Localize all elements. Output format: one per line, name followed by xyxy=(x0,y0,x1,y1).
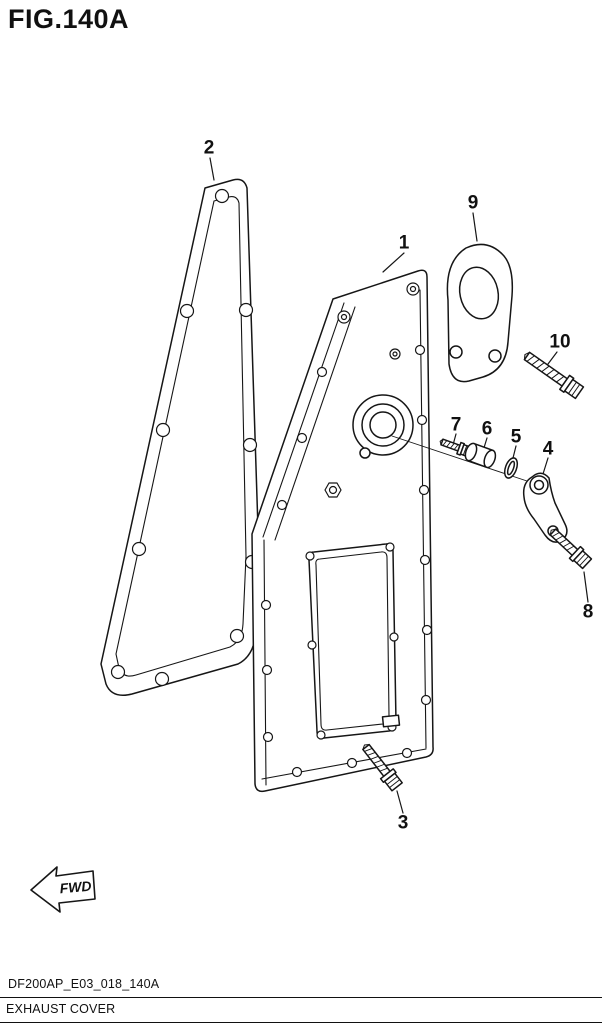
leader-part-9 xyxy=(472,212,478,242)
part-label-4: 4 xyxy=(542,438,554,460)
outlet-bracket-part-4 xyxy=(522,472,568,543)
exhaust-cover-part-1 xyxy=(251,269,434,793)
leader-lines xyxy=(209,157,589,814)
leader-part-8 xyxy=(583,571,589,603)
footer-caption: EXHAUST COVER xyxy=(6,1002,116,1016)
figure-title: FIG.140A xyxy=(8,4,130,34)
bracket-plate-part-9 xyxy=(446,243,514,383)
cover-opening xyxy=(305,542,401,740)
bolt-part-3 xyxy=(362,743,403,792)
gasket-part-2 xyxy=(100,178,260,696)
part-label-8: 8 xyxy=(582,601,594,623)
leader-part-3 xyxy=(396,790,404,814)
part-label-3: 3 xyxy=(397,812,409,834)
leader-part-1 xyxy=(382,252,405,273)
bolt-part-10 xyxy=(523,351,585,400)
footer-drawing-code: DF200AP_E03_018_140A xyxy=(8,977,160,991)
spacer-part-6 xyxy=(464,442,497,469)
part-label-1: 1 xyxy=(398,232,410,254)
cover-port xyxy=(352,394,414,459)
footer-bottom-rule xyxy=(0,1022,602,1023)
footer-divider xyxy=(0,997,602,998)
part-label-6: 6 xyxy=(481,418,493,440)
oring-part-5 xyxy=(503,457,519,479)
bolt-part-8 xyxy=(549,528,593,570)
fwd-arrow-label: FWD xyxy=(59,878,92,897)
cover-perimeter-holes xyxy=(260,344,433,778)
cover-corner-holes xyxy=(337,282,420,360)
fwd-arrow-icon: FWD xyxy=(30,866,96,913)
cover-hex-plug xyxy=(324,482,342,498)
part-label-7: 7 xyxy=(450,414,462,436)
part-label-10: 10 xyxy=(549,331,571,353)
part-label-9: 9 xyxy=(467,192,479,214)
leader-part-2 xyxy=(209,157,215,181)
part-label-5: 5 xyxy=(510,426,522,448)
leader-part-4 xyxy=(542,457,549,475)
part-label-2: 2 xyxy=(203,137,215,159)
